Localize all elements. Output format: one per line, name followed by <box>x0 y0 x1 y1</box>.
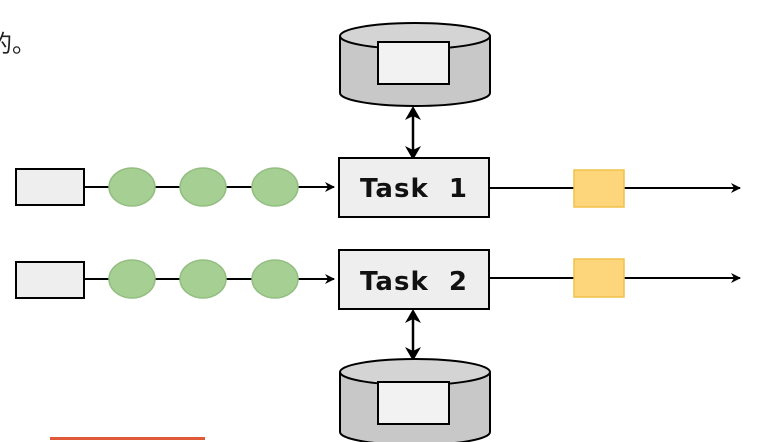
state-store-bottom-slot <box>377 381 450 425</box>
output-record-1 <box>573 169 625 208</box>
store-link-bottom <box>405 309 421 361</box>
task-label-2: Task 2 <box>360 267 468 297</box>
underline-accent <box>50 437 205 440</box>
record-1-2 <box>179 167 227 207</box>
pipeline-row-2: Task 2 <box>15 249 741 310</box>
source-box-2 <box>15 261 85 299</box>
record-1-1 <box>108 167 156 207</box>
record-2-3 <box>251 259 299 299</box>
record-2-2 <box>179 259 227 299</box>
state-store-top-slot <box>377 41 450 85</box>
task-label-1: Task 1 <box>360 174 468 204</box>
output-record-2 <box>573 258 625 298</box>
record-2-1 <box>108 259 156 299</box>
state-store-bottom <box>339 358 491 442</box>
task-box-1 <box>338 157 490 218</box>
source-box-1 <box>15 168 85 206</box>
store-link-top <box>405 106 421 160</box>
pipeline-row-1: Task 1 <box>15 157 741 218</box>
task-box-2 <box>338 249 490 310</box>
state-store-top <box>339 22 491 107</box>
text-fragment: 的。 <box>0 30 34 58</box>
record-1-3 <box>251 167 299 207</box>
